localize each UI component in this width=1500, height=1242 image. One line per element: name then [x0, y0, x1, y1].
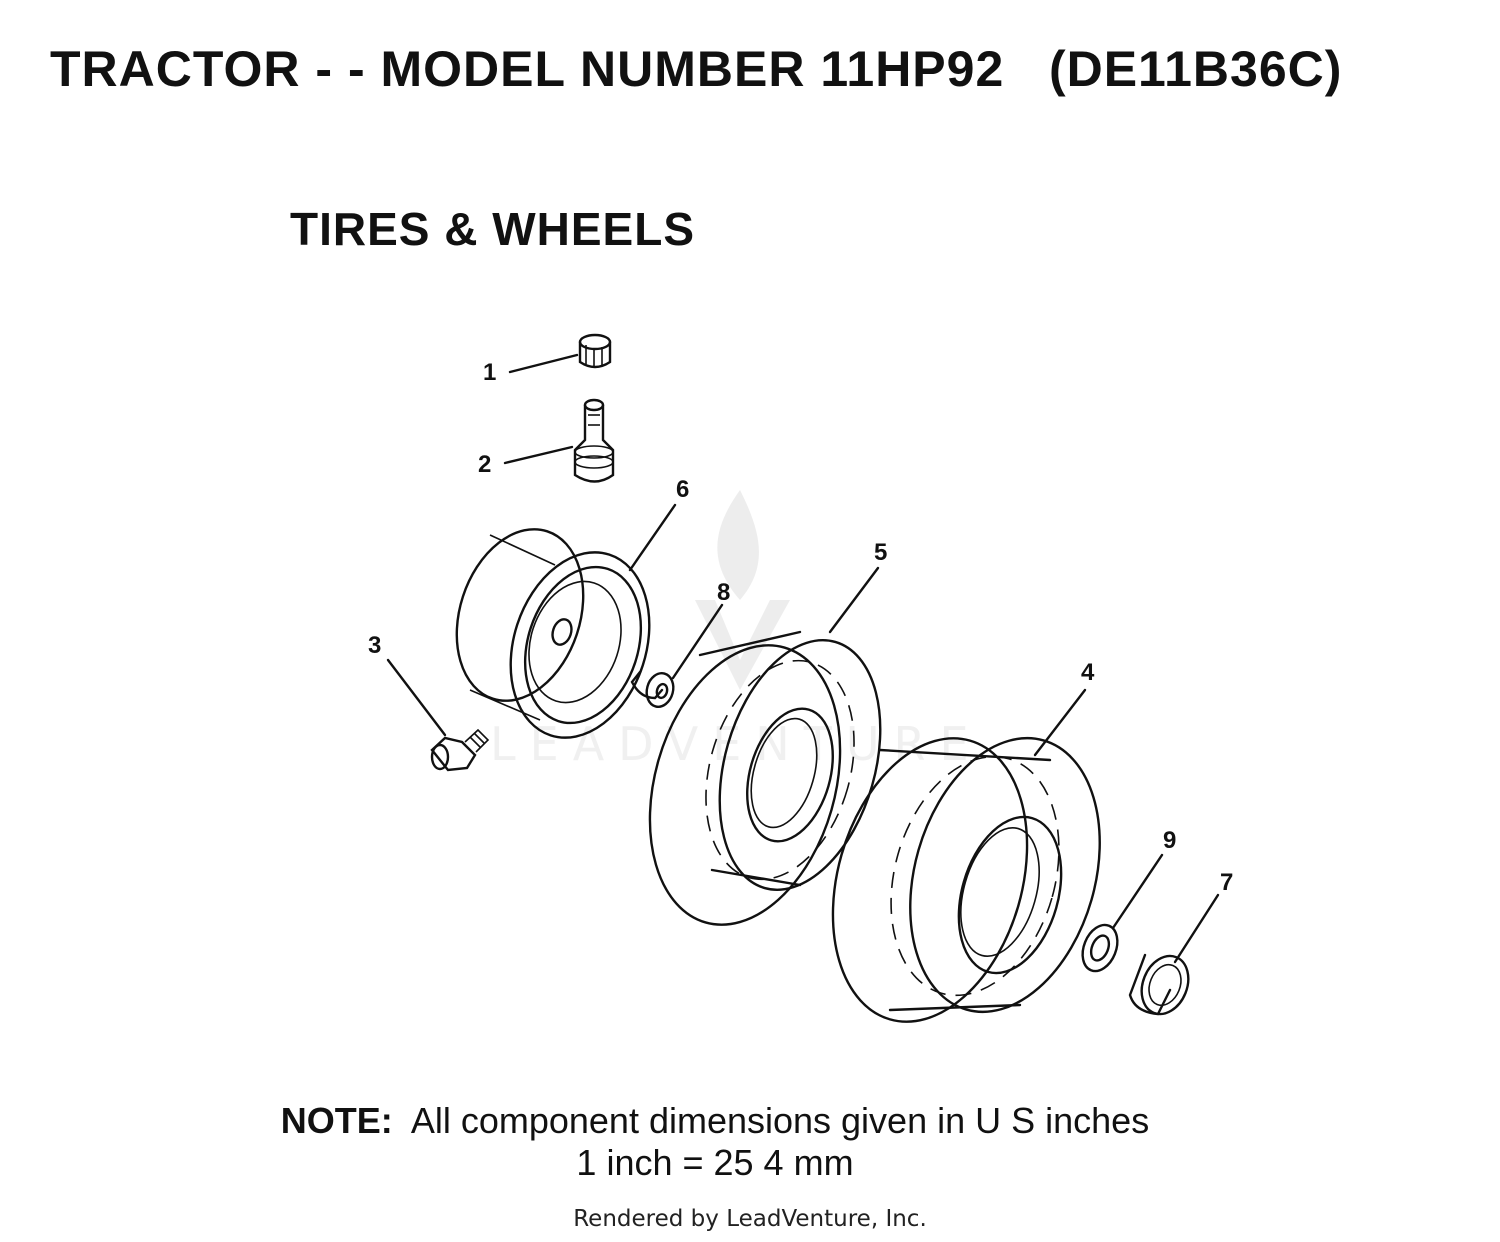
note-label: NOTE: — [280, 1100, 393, 1141]
part-tire-outer — [648, 630, 882, 926]
leader-line-2 — [503, 445, 574, 465]
note-line-1: NOTE: All component dimensions given in … — [0, 1100, 1430, 1142]
part-tire-inner — [831, 736, 1101, 1023]
callout-6: 6 — [676, 476, 689, 503]
callout-4: 4 — [1081, 659, 1095, 686]
part-lug-bolt — [430, 728, 490, 772]
leader-line-7 — [1173, 893, 1220, 964]
leader-line-1 — [508, 353, 579, 374]
leadventure-watermark: LEADVENTURE — [490, 490, 983, 771]
callout-8: 8 — [717, 579, 730, 606]
callout-2: 2 — [478, 451, 491, 478]
leader-line-3 — [386, 658, 447, 737]
leader-line-6 — [628, 503, 677, 572]
watermark-text: LEADVENTURE — [490, 717, 983, 771]
callout-3: 3 — [368, 632, 381, 659]
part-valve-stem — [573, 398, 615, 483]
callout-5: 5 — [874, 539, 887, 566]
flame-logo-icon — [717, 490, 759, 600]
callout-1: 1 — [483, 359, 496, 386]
leader-line-9 — [1111, 853, 1164, 930]
watermark-v-icon — [695, 600, 790, 690]
leader-line-4 — [1033, 688, 1087, 757]
rendered-by-footer: Rendered by LeadVenture, Inc. — [573, 1206, 927, 1232]
note-line-2: 1 inch = 25 4 mm — [576, 1142, 854, 1183]
leader-line-8 — [671, 603, 724, 680]
dimension-note: NOTE: All component dimensions given in … — [0, 1100, 1430, 1184]
page-title: TRACTOR - - MODEL NUMBER 11HP92 (DE11B36… — [50, 41, 1343, 97]
part-hub-cap — [1128, 953, 1190, 1016]
note-text: All component dimensions given in U S in… — [410, 1100, 1150, 1141]
section-title: TIRES & WHEELS — [290, 203, 696, 255]
part-valve-cap — [578, 333, 612, 369]
leader-line-5 — [828, 566, 880, 634]
part-bushing — [630, 670, 675, 708]
part-washer — [1081, 923, 1119, 973]
callout-9: 9 — [1163, 827, 1176, 854]
callout-7: 7 — [1220, 869, 1233, 896]
part-wheel-rim — [455, 528, 651, 739]
